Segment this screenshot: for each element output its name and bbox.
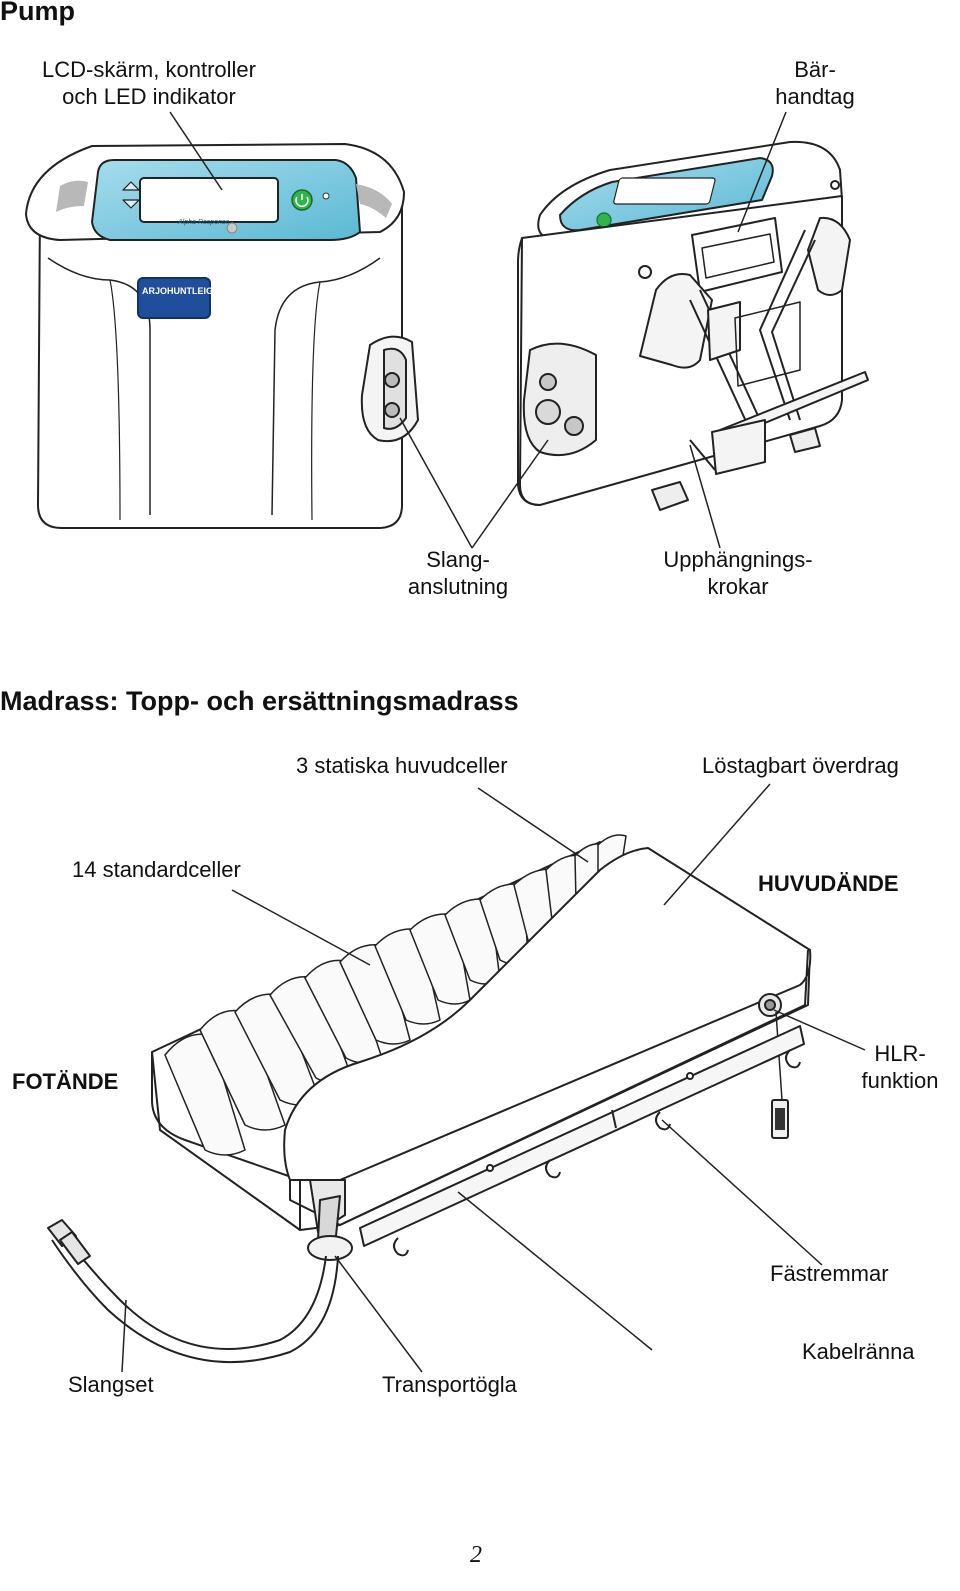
label-lcd-line1: LCD-skärm, kontroller bbox=[42, 57, 256, 82]
label-cpr-line1: HLR- bbox=[874, 1041, 926, 1066]
label-handle-line2: handtag bbox=[775, 84, 855, 109]
label-removable-cover: Löstagbart överdrag bbox=[702, 753, 899, 778]
mattress-cover bbox=[283, 847, 812, 1181]
label-hose-line1: Slang- bbox=[426, 547, 490, 572]
label-cpr-function: HLR- funktion bbox=[850, 1040, 950, 1094]
label-cable-channel: Kabelränna bbox=[802, 1339, 915, 1364]
cable-channel bbox=[359, 1025, 805, 1247]
mattress-drawing bbox=[47, 834, 812, 1363]
label-foot-end: FOTÄNDE bbox=[12, 1069, 119, 1094]
label-hooks-line1: Upphängnings- bbox=[663, 547, 813, 572]
label-lcd-controls: LCD-skärm, kontroller och LED indikator bbox=[26, 56, 272, 110]
label-standard-cells: 14 standardceller bbox=[72, 857, 241, 882]
label-transport-cap: Transportögla bbox=[382, 1372, 517, 1397]
pump-front-drawing bbox=[25, 143, 419, 529]
pump-back-drawing bbox=[517, 140, 869, 511]
tube-set bbox=[59, 1229, 327, 1350]
model-name-text: Alpha Response bbox=[178, 219, 230, 226]
pump-heading: Pump bbox=[0, 0, 76, 26]
label-hooks-line2: krokar bbox=[707, 574, 769, 599]
label-static-cells: 3 statiska huvudceller bbox=[296, 753, 508, 778]
transport-cap bbox=[307, 1235, 353, 1261]
label-lcd-line2: och LED indikator bbox=[62, 84, 236, 109]
label-hose-line2: anslutning bbox=[407, 574, 509, 599]
label-handle-line1: Bär- bbox=[794, 57, 836, 82]
label-straps: Fästremmar bbox=[770, 1261, 889, 1286]
mattress-heading: Madrass: Topp- och ersättningsmadrass bbox=[0, 686, 519, 716]
brand-logo-plate bbox=[137, 277, 211, 319]
label-hanging-hooks: Upphängnings- krokar bbox=[650, 546, 826, 600]
label-cpr-line2: funktion bbox=[861, 1068, 939, 1093]
page-number: 2 bbox=[470, 1542, 482, 1568]
straps bbox=[393, 1049, 801, 1257]
label-hose-connector: Slang- anslutning bbox=[396, 546, 520, 600]
pump-leader-lines bbox=[169, 111, 787, 549]
label-carry-handle: Bär- handtag bbox=[760, 56, 870, 110]
mattress-leader-lines bbox=[121, 783, 866, 1373]
label-tube-set: Slangset bbox=[68, 1372, 154, 1397]
brand-logo-text: ARJOHUNTLEIGH bbox=[142, 286, 220, 296]
lcd-screen bbox=[139, 177, 279, 223]
label-head-end: HUVUDÄNDE bbox=[758, 871, 899, 896]
